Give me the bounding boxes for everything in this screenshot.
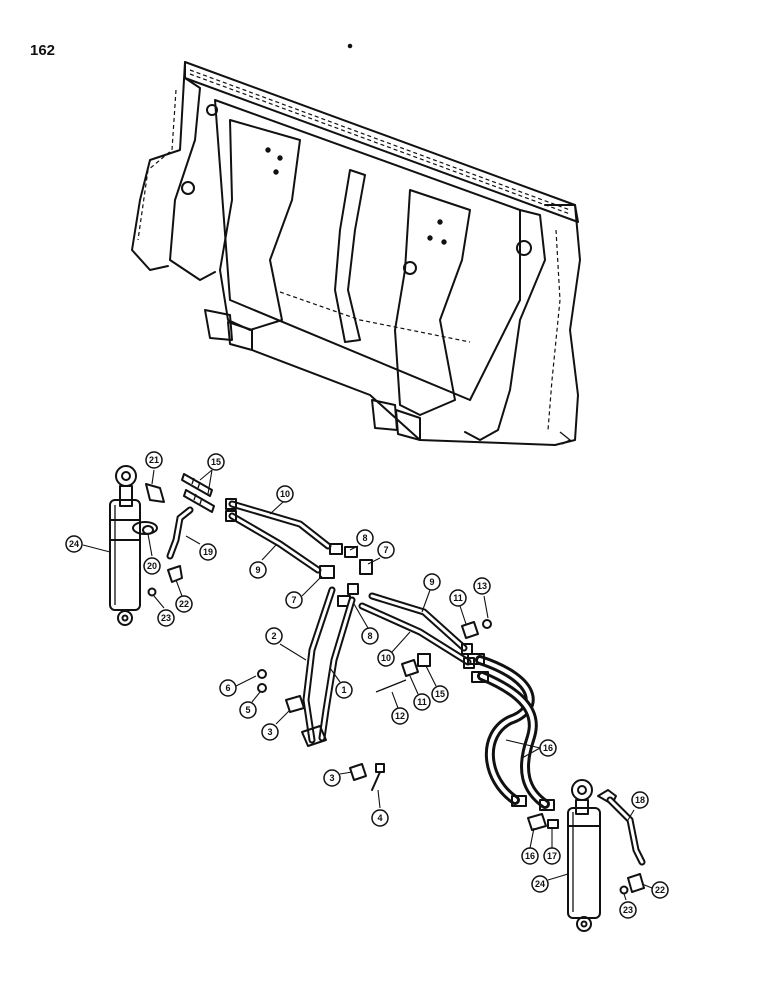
lower-tubes xyxy=(358,592,475,669)
callout-11-lower: 11 xyxy=(409,675,431,711)
callout-17: 17 xyxy=(543,828,561,865)
svg-text:9: 9 xyxy=(255,565,260,575)
page-number: 162 xyxy=(30,42,56,59)
svg-text:2: 2 xyxy=(271,631,276,641)
callout-10-lower: 10 xyxy=(377,631,411,667)
callout-7-upper: 7 xyxy=(367,541,395,565)
svg-text:7: 7 xyxy=(291,595,296,605)
svg-text:1: 1 xyxy=(341,685,346,695)
vertical-tubes xyxy=(302,586,356,744)
svg-text:8: 8 xyxy=(362,533,367,543)
svg-text:21: 21 xyxy=(149,455,159,465)
svg-text:23: 23 xyxy=(161,613,171,623)
svg-text:3: 3 xyxy=(267,727,272,737)
svg-text:15: 15 xyxy=(435,689,445,699)
callout-10-upper: 10 xyxy=(269,485,294,515)
svg-text:18: 18 xyxy=(635,795,645,805)
svg-text:12: 12 xyxy=(395,711,405,721)
svg-text:11: 11 xyxy=(453,593,463,603)
callout-4: 4 xyxy=(371,789,389,827)
elbow-16 xyxy=(527,813,547,831)
callout-24-right: 24 xyxy=(531,873,569,893)
callout-12: 12 xyxy=(391,691,409,725)
svg-text:10: 10 xyxy=(381,653,391,663)
callout-9-lower: 9 xyxy=(421,573,441,613)
svg-text:20: 20 xyxy=(147,561,157,571)
callout-11-upper: 11 xyxy=(449,589,467,625)
elbow-fitting-22 xyxy=(167,565,183,583)
callout-22-left: 22 xyxy=(175,579,193,613)
callout-14: 15 xyxy=(425,665,449,703)
svg-text:15: 15 xyxy=(211,457,221,467)
callout-21: 21 xyxy=(145,451,163,485)
hoses-15 xyxy=(467,653,555,811)
callout-16: 16 xyxy=(521,827,539,865)
upper-hose-fittings xyxy=(181,473,215,513)
callout-24-left: 24 xyxy=(65,535,111,553)
svg-text:8: 8 xyxy=(367,631,372,641)
callout-13: 13 xyxy=(473,577,491,619)
callout-9-upper: 9 xyxy=(249,544,277,579)
callout-19: 19 xyxy=(185,535,217,561)
svg-text:13: 13 xyxy=(477,581,487,591)
svg-text:4: 4 xyxy=(377,813,382,823)
callout-3-lower: 3 xyxy=(323,769,353,787)
left-bucket-cylinder xyxy=(109,465,165,626)
callout-23-left: 23 xyxy=(153,595,175,627)
clamp-hardware xyxy=(257,669,385,791)
callout-8-upper: 8 xyxy=(349,529,374,551)
callout-3-upper: 3 xyxy=(261,709,291,741)
o-ring-23 xyxy=(147,587,157,597)
svg-text:22: 22 xyxy=(179,599,189,609)
callout-5: 5 xyxy=(239,691,261,719)
fitting-17 xyxy=(547,819,559,829)
svg-text:7: 7 xyxy=(383,545,388,555)
svg-text:5: 5 xyxy=(245,705,250,715)
svg-text:16: 16 xyxy=(525,851,535,861)
svg-text:23: 23 xyxy=(623,905,633,915)
svg-text:11: 11 xyxy=(417,697,427,707)
svg-text:17: 17 xyxy=(547,851,557,861)
svg-text:3: 3 xyxy=(329,773,334,783)
svg-text:10: 10 xyxy=(280,489,290,499)
callout-22-right: 22 xyxy=(641,881,669,899)
callout-8-lower: 8 xyxy=(353,603,379,645)
elbow-fitting-22 xyxy=(627,873,645,893)
callout-15-lower: 16 xyxy=(505,739,557,759)
svg-text:19: 19 xyxy=(203,547,213,557)
svg-text:9: 9 xyxy=(429,577,434,587)
callout-2: 2 xyxy=(265,627,307,661)
loader-bucket xyxy=(131,43,581,446)
o-ring-23 xyxy=(619,885,629,895)
callout-23-right: 23 xyxy=(619,893,637,919)
callout-1: 1 xyxy=(329,667,353,699)
svg-text:22: 22 xyxy=(655,885,665,895)
callout-18: 18 xyxy=(627,791,649,821)
tube-clamp-hardware xyxy=(375,619,492,693)
upper-tubes xyxy=(225,498,332,574)
callout-6: 6 xyxy=(219,675,257,697)
svg-text:24: 24 xyxy=(535,879,545,889)
svg-text:6: 6 xyxy=(225,683,230,693)
callout-15-upper: 15 xyxy=(199,453,225,495)
callout-7-lower: 7 xyxy=(285,575,323,609)
tee-fittings xyxy=(319,543,373,607)
callout-20: 20 xyxy=(143,533,161,575)
svg-text:24: 24 xyxy=(69,539,79,549)
svg-text:16: 16 xyxy=(543,743,553,753)
